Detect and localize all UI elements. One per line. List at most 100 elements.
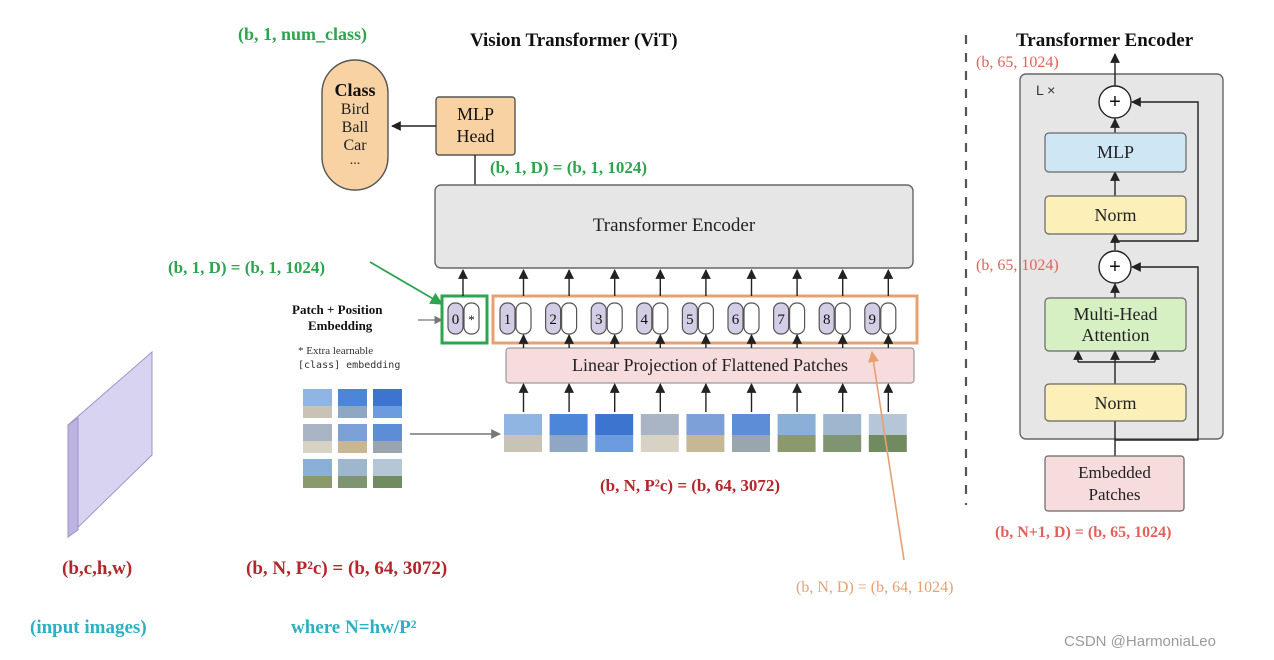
patch-token-embedding bbox=[652, 302, 669, 335]
cls-token-position bbox=[447, 302, 464, 335]
patch-position-line1: Patch + Position bbox=[292, 302, 383, 317]
mha-line2: Attention bbox=[1081, 325, 1150, 345]
row-patch-ground bbox=[504, 435, 542, 452]
token-label-7: 7 bbox=[777, 312, 785, 328]
shape-enc-out: (b, 65, 1024) bbox=[976, 54, 1059, 71]
mlp-label: MLP bbox=[1096, 142, 1134, 162]
grid-patch-sky bbox=[373, 389, 402, 406]
extra-note-line2: [class] embedding bbox=[298, 360, 401, 371]
row-patch-ground bbox=[640, 435, 679, 452]
grid-patch-ground bbox=[373, 476, 402, 488]
residual-lower bbox=[1115, 262, 1199, 441]
token-label-0: 0 bbox=[452, 312, 460, 328]
embedded-patches-box bbox=[1044, 455, 1185, 512]
patch-token-embedding bbox=[788, 302, 806, 335]
row-patch-ground bbox=[732, 435, 770, 452]
grid-patch-ground bbox=[303, 406, 332, 418]
residual-upper bbox=[1115, 97, 1199, 242]
patch-token-position bbox=[772, 302, 790, 335]
norm-bottom-label: Norm bbox=[1094, 393, 1137, 413]
grid-patch-sky bbox=[373, 459, 402, 476]
token-label-4: 4 bbox=[641, 312, 649, 328]
cls-token-embedding bbox=[463, 302, 480, 335]
mlp-head-line2: Head bbox=[456, 126, 495, 146]
row-patch-ground bbox=[868, 435, 907, 452]
row-patch-ground bbox=[686, 435, 725, 452]
token-label-1: 1 bbox=[504, 312, 512, 328]
row-patch-sky bbox=[686, 414, 725, 435]
shape-head-in: (b, 1, D) = (b, 1, 1024) bbox=[490, 158, 648, 177]
patch-token-embedding bbox=[880, 302, 897, 335]
grid-patch-sky bbox=[303, 459, 332, 476]
embed-shape-arrow bbox=[867, 350, 905, 561]
row-patch-ground bbox=[823, 435, 862, 452]
projection-arrows bbox=[518, 334, 894, 412]
row-patch-sky bbox=[732, 414, 770, 435]
class-item-bird: Bird bbox=[340, 101, 370, 118]
row-patch-ground bbox=[595, 435, 634, 452]
encoder-title: Transformer Encoder bbox=[1016, 30, 1194, 51]
row-patch-sky bbox=[595, 414, 634, 435]
token-label-8: 8 bbox=[823, 312, 831, 328]
norm-bottom-box bbox=[1044, 383, 1187, 422]
grid-patch-ground bbox=[303, 476, 332, 488]
shape-enc-mid: (b, 65, 1024) bbox=[976, 257, 1059, 274]
patch-token-position bbox=[499, 302, 516, 335]
grid-patch-ground bbox=[338, 441, 367, 453]
residual-add-lower bbox=[1098, 250, 1132, 284]
shape-embed-out: (b, N, D) = (b, 64, 1024) bbox=[796, 579, 954, 596]
grid-patch-sky bbox=[338, 459, 367, 476]
where-label: where N=hw/P² bbox=[291, 617, 417, 638]
row-patch-sky bbox=[640, 414, 679, 435]
row-patch-sky bbox=[549, 414, 588, 435]
embedded-line2: Patches bbox=[1088, 485, 1141, 504]
grid-patch-ground bbox=[338, 406, 367, 418]
patch-token-position bbox=[590, 302, 607, 335]
mha-line1: Multi-Head bbox=[1073, 304, 1158, 324]
norm-top-label: Norm bbox=[1094, 205, 1137, 225]
image-grid bbox=[303, 389, 402, 488]
shape-input: (b,c,h,w) bbox=[62, 558, 133, 579]
grid-patch-sky bbox=[303, 424, 332, 441]
patch-token-position bbox=[727, 302, 744, 335]
token-label-2: 2 bbox=[549, 312, 557, 328]
patch-token-position bbox=[864, 302, 881, 335]
patch-token-embedding bbox=[560, 302, 578, 335]
patch-token-embedding bbox=[697, 302, 715, 335]
grid-patch-sky bbox=[303, 389, 332, 406]
shape-patches-mid: (b, N, P²c) = (b, 64, 3072) bbox=[600, 476, 781, 495]
transformer-encoder-box bbox=[434, 184, 914, 269]
row-patch-sky bbox=[823, 414, 862, 435]
cls-star-label: * bbox=[468, 312, 475, 327]
vit-title: Vision Transformer (ViT) bbox=[470, 30, 678, 51]
input-image-slab bbox=[67, 350, 153, 539]
patch-token-embedding bbox=[515, 302, 532, 335]
patch-token-embedding bbox=[834, 302, 851, 335]
row-patch-sky bbox=[777, 414, 816, 435]
residual-add-upper bbox=[1098, 85, 1132, 119]
patch-token-position bbox=[681, 302, 699, 335]
grid-patch-ground bbox=[373, 406, 402, 418]
shape-cls-token: (b, 1, D) = (b, 1, 1024) bbox=[168, 258, 326, 277]
token-label-5: 5 bbox=[686, 312, 694, 328]
input-images-label: (input images) bbox=[30, 617, 147, 638]
plus-lower-symbol: + bbox=[1109, 256, 1121, 278]
row-patch-sky bbox=[868, 414, 907, 435]
row-patch-sky bbox=[504, 414, 542, 435]
extra-note-line1: * Extra learnable bbox=[298, 345, 374, 357]
linear-projection-box bbox=[505, 347, 915, 384]
class-item-ball: Ball bbox=[341, 119, 369, 136]
norm-top-box bbox=[1044, 195, 1187, 235]
mlp-head-line1: MLP bbox=[456, 104, 494, 124]
class-title: Class bbox=[334, 80, 376, 100]
class-box bbox=[321, 59, 389, 191]
cls-shape-arrow bbox=[369, 261, 444, 305]
grid-patch-ground bbox=[303, 441, 332, 453]
multi-head-attention-box bbox=[1044, 297, 1187, 352]
row-patch-ground bbox=[777, 435, 816, 452]
patch-token-position bbox=[818, 302, 835, 335]
grid-patch-ground bbox=[373, 441, 402, 453]
repeat-label: L × bbox=[1036, 82, 1056, 98]
